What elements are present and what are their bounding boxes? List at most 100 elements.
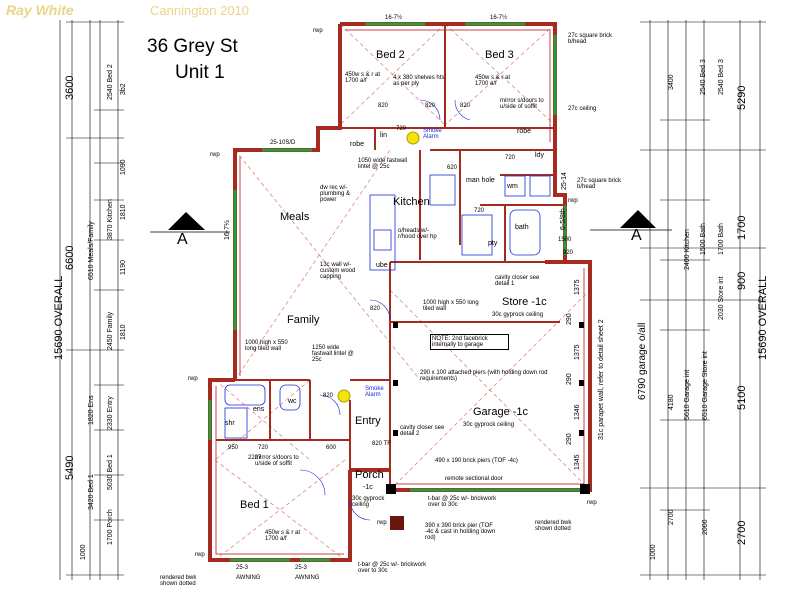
dim-720-b: 720 [505,155,516,161]
dim-rwp-2: rwp [210,152,220,158]
section-marker-left [150,212,230,233]
watermark-place: Cannington 2010 [150,3,250,18]
dim-820-tf: 820 TF [372,441,391,447]
dim-1345: 1345 [574,454,581,470]
note-tbar-1: t-bar @ 25c w/- brickwork over to 30c [428,496,497,508]
dim-820-a: 820 [378,103,389,109]
right-bed3b: 2540 Bed 3 [718,59,725,95]
dim-920: 920 [563,250,574,256]
address-title: 36 Grey St [147,36,238,57]
right-900: 900 [736,271,748,290]
right-2700-t: 2700 [668,509,675,525]
dim-top-2: 16-7½ [490,15,508,21]
dim-2227: 2227 [248,455,262,461]
right-bath2: 1700 Bath [718,223,725,255]
dim-1500: 1500 [558,237,572,243]
dim-rwp-5: rwp [587,500,597,506]
dim-600: 600 [326,445,337,451]
note-bed1-window: 450w s & r at 1700 a/f [265,530,301,542]
room-shr: shr [225,420,235,427]
section-letter-left: A [177,231,188,248]
room-ube: ube [376,262,388,269]
dim-720-d: 720 [258,445,269,451]
note-overheads: o/heads w/- r/hood over hp [398,228,437,240]
left-5490: 5490 [64,455,76,480]
note-ceiling-27c: 27c ceiling [568,106,597,112]
room-meals: Meals [280,211,310,223]
dim-left-meals: 16-7½ [224,220,231,240]
dim-820-e: 820 [323,393,334,399]
dim-1375-b: 1375 [574,344,581,360]
dim-290-b: 290 [566,373,573,385]
smoke-alarm-icon [406,131,420,145]
dim-820-b: 820 [425,103,436,109]
room-family: Family [287,314,320,326]
unit-title: Unit 1 [175,62,225,83]
room-store: Store -1c [502,296,547,308]
note-mirror-doors-top: mirror s/doors to u/side of soffit [500,98,544,110]
room-wm: wm [507,183,518,190]
left-bed2b: 3b2 [120,83,127,95]
left-1090: 1090 [120,159,127,175]
left-1000: 1000 [80,544,87,560]
room-bed1: Bed 1 [240,499,269,511]
left-ens: 1820 Ens [88,395,95,425]
smoke-alarm-label: Smoke Alarm [365,386,384,398]
dim-950: 950 [228,445,239,451]
right-4180: 4180 [668,394,675,410]
garage-piers [386,322,590,530]
right-5100: 5100 [736,385,748,410]
room-ens: ens [253,406,265,413]
left-bed1: 5030 Bed 1 [107,454,114,490]
dim-rwp-6: rwp [377,520,387,526]
note-dw-rec: dw rec w/- plumbing & power [320,185,351,203]
note-bed3-window: 450w s & r at 1700 a/f [475,75,511,87]
smoke-alarm-icon [337,389,351,403]
dim-290-c: 290 [566,433,573,445]
right-dimension-lines [640,20,766,580]
note-bed2-shelves: 4 x 380 shelves hts as per ply [393,75,445,87]
left-1810b: 1810 [120,324,127,340]
kitchen-fixtures [224,174,551,439]
note-awning-1: AWNING [236,575,261,581]
note-brick-pier-390: 390 x 390 brick pier (TOF -4c & cast in … [425,523,496,541]
left-kitchen: 3870 Kitchen [107,199,114,240]
note-store-ceiling: 30c gyprock ceiling [492,312,544,318]
dim-720-a: 720 [396,126,407,132]
note-awning-2: AWNING [295,575,320,581]
note-fastwall-1050: 1050 wide fastwall lintel @ 25c [358,158,408,170]
left-dimension-lines [59,20,124,580]
right-3400: 3400 [668,74,675,90]
note-square-head-2: 27c square brick b/head [577,178,622,190]
left-overall: 15690 OVERALL [53,275,65,360]
dim-820-c: 820 [460,103,471,109]
note-tiled-wall-2: 1000 high x 550 long tiled wall [245,340,288,352]
windows [208,22,580,562]
note-fastwall-1250: 1250 wide fastwall lintel @ 25c [312,345,354,363]
room-robe-bed3: robe [517,128,532,135]
section-marker-right [590,210,672,231]
dim-1346: 1346 [574,404,581,420]
dim-6-5-8: 6-5/8th [560,208,567,230]
note-cavity-1: cavity closer see detail 1 [495,275,540,287]
note-garage-ceiling: 30c gyprock ceiling [463,422,515,428]
note-garage-oall: 6790 garage o/all [637,322,648,400]
porch-level: -1c [363,484,373,491]
note-wall-13c: 13c wall w/- custom wood capping [320,262,356,280]
room-porch: Porch [355,469,384,481]
right-bath: 1500 Bath [700,223,707,255]
section-letter-right: A [631,227,642,244]
right-overall: 15690 OVERALL [757,275,769,360]
right-2700: 2700 [736,520,748,545]
right-garage: 5610 Garage int [684,369,691,420]
right-1000: 1000 [650,544,657,560]
room-bed3: Bed 3 [485,49,514,61]
note-sectional-door: remote sectional door [445,476,503,482]
left-family: 2450 Family [107,311,114,350]
left-1190: 1190 [120,259,127,275]
dim-290-a: 290 [566,313,573,325]
door-swings [299,99,471,521]
right-kitchen: 2400 Kitchen [684,229,691,270]
room-wc: wc [288,398,297,405]
internal-walls [216,24,565,560]
